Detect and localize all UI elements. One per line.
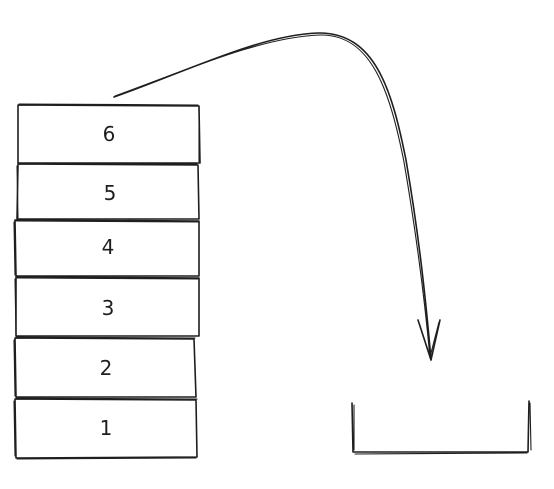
curved-arrow-icon — [113, 32, 441, 361]
stack-block-4: 4 — [13, 219, 200, 277]
stack-block-5: 5 — [16, 163, 200, 220]
empty-container-icon — [351, 400, 532, 455]
stack-block-label: 2 — [100, 356, 113, 380]
stack-block-label: 3 — [102, 296, 115, 320]
stack-block-3: 3 — [14, 276, 200, 337]
stack-block-label: 6 — [103, 122, 116, 146]
stack-block-1: 1 — [13, 397, 198, 460]
stack-block-label: 1 — [100, 416, 113, 440]
stack-block-label: 4 — [102, 235, 115, 259]
stack-block-6: 6 — [17, 103, 201, 164]
stack: 6 5 4 3 2 1 — [13, 103, 201, 460]
stack-block-label: 5 — [104, 181, 117, 205]
stack-block-2: 2 — [13, 336, 197, 398]
